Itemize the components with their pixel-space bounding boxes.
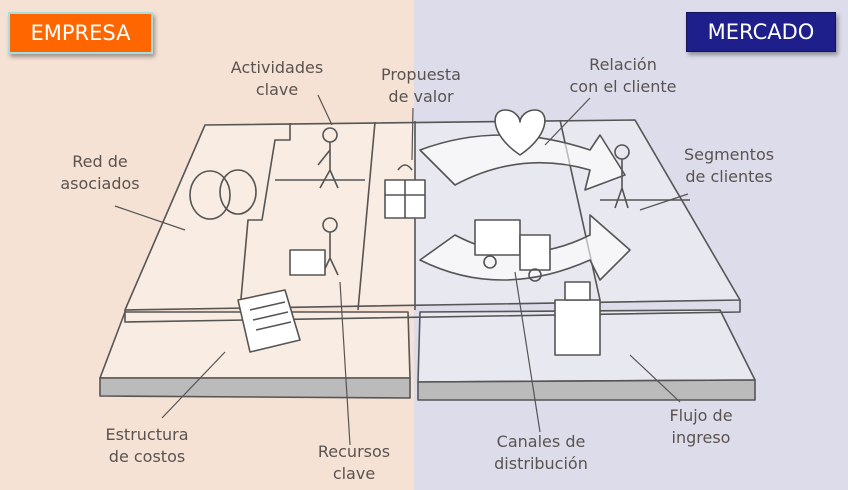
label-line: Flujo de <box>669 406 733 425</box>
label-line: de clientes <box>685 167 773 186</box>
label-line: Recursos <box>317 442 391 461</box>
mercado-badge: MERCADO <box>686 12 836 52</box>
label-line: Red de <box>72 152 128 171</box>
label-line: Propuesta <box>381 65 461 84</box>
rings-icon <box>189 170 231 220</box>
label-line: clave <box>255 80 299 99</box>
label-canales-distribucion: Canales de distribución <box>494 431 588 475</box>
label-line: distribución <box>494 454 588 473</box>
empresa-badge: EMPRESA <box>8 12 153 54</box>
empresa-section <box>0 0 414 490</box>
document-icon <box>237 289 301 353</box>
label-line: de costos <box>108 447 186 466</box>
label-relacion-cliente: Relación con el cliente <box>570 54 677 98</box>
label-line: de valor <box>388 87 454 106</box>
label-red-asociados: Red de asociados <box>60 151 139 195</box>
label-recursos-clave: Recursos clave <box>318 441 390 485</box>
cash-register-icon <box>554 299 601 356</box>
label-line: ingreso <box>671 428 731 447</box>
label-line: asociados <box>60 174 140 193</box>
label-line: Relación <box>589 55 657 74</box>
label-line: Segmentos <box>683 145 775 164</box>
truck-icon <box>474 219 521 256</box>
label-actividades-clave: Actividades clave <box>231 57 323 101</box>
label-flujo-ingreso: Flujo de ingreso <box>669 405 732 449</box>
label-line: con el cliente <box>569 77 677 96</box>
heart-icon <box>494 109 546 156</box>
label-line: Canales de <box>496 432 586 451</box>
label-line: Actividades <box>230 58 324 77</box>
label-line: clave <box>332 464 376 483</box>
label-line: Estructura <box>105 425 189 444</box>
label-propuesta-de-valor: Propuesta de valor <box>381 64 461 108</box>
label-estructura-costos: Estructura de costos <box>105 424 188 468</box>
label-segmentos-clientes: Segmentos de clientes <box>684 144 774 188</box>
